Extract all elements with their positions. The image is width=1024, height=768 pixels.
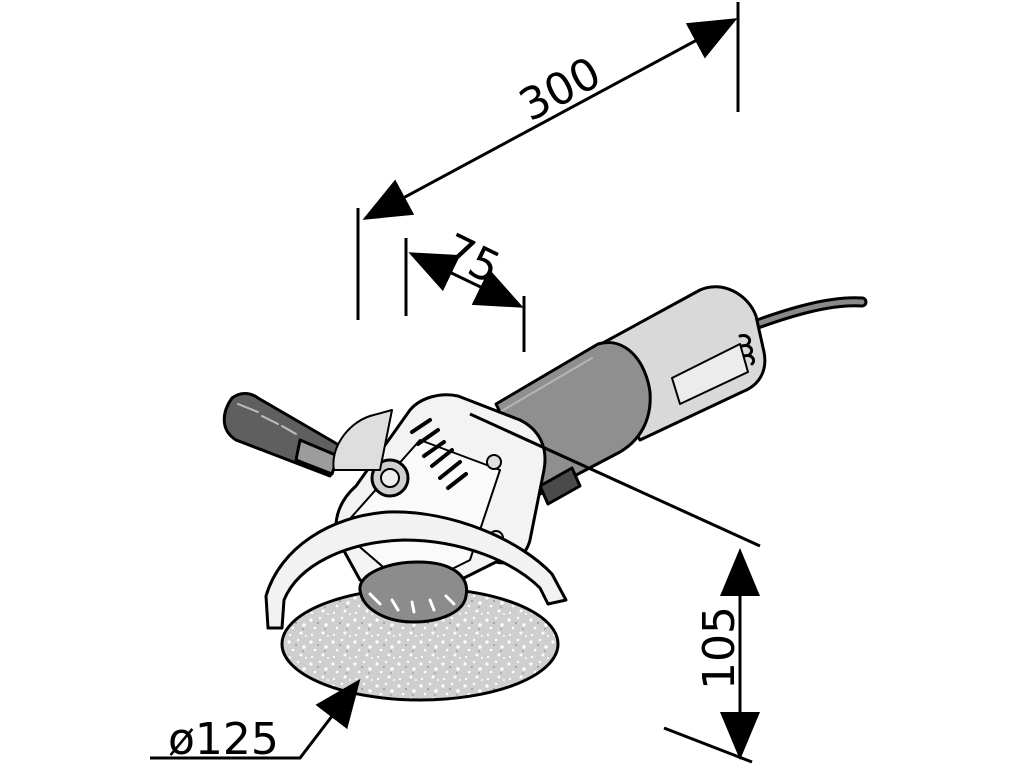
dimension-label-diameter: ø125 <box>168 714 279 765</box>
switch-slider <box>538 466 582 506</box>
dimension-annotations <box>150 2 761 764</box>
dimension-label-300: 300 <box>511 47 609 131</box>
vent-slots <box>410 418 468 490</box>
extension-line <box>469 412 761 548</box>
dimension-label-75: 75 <box>435 224 508 294</box>
diameter-leader-line <box>150 678 361 760</box>
angle-grinder-illustration <box>222 285 868 702</box>
wheel-guard <box>264 510 568 630</box>
dimension-line-75 <box>408 252 524 308</box>
dimension-line-300 <box>362 18 738 220</box>
dimension-label-105: 105 <box>694 606 745 690</box>
side-handle <box>222 392 346 478</box>
clamp-flange <box>358 560 469 624</box>
screw <box>486 454 502 470</box>
